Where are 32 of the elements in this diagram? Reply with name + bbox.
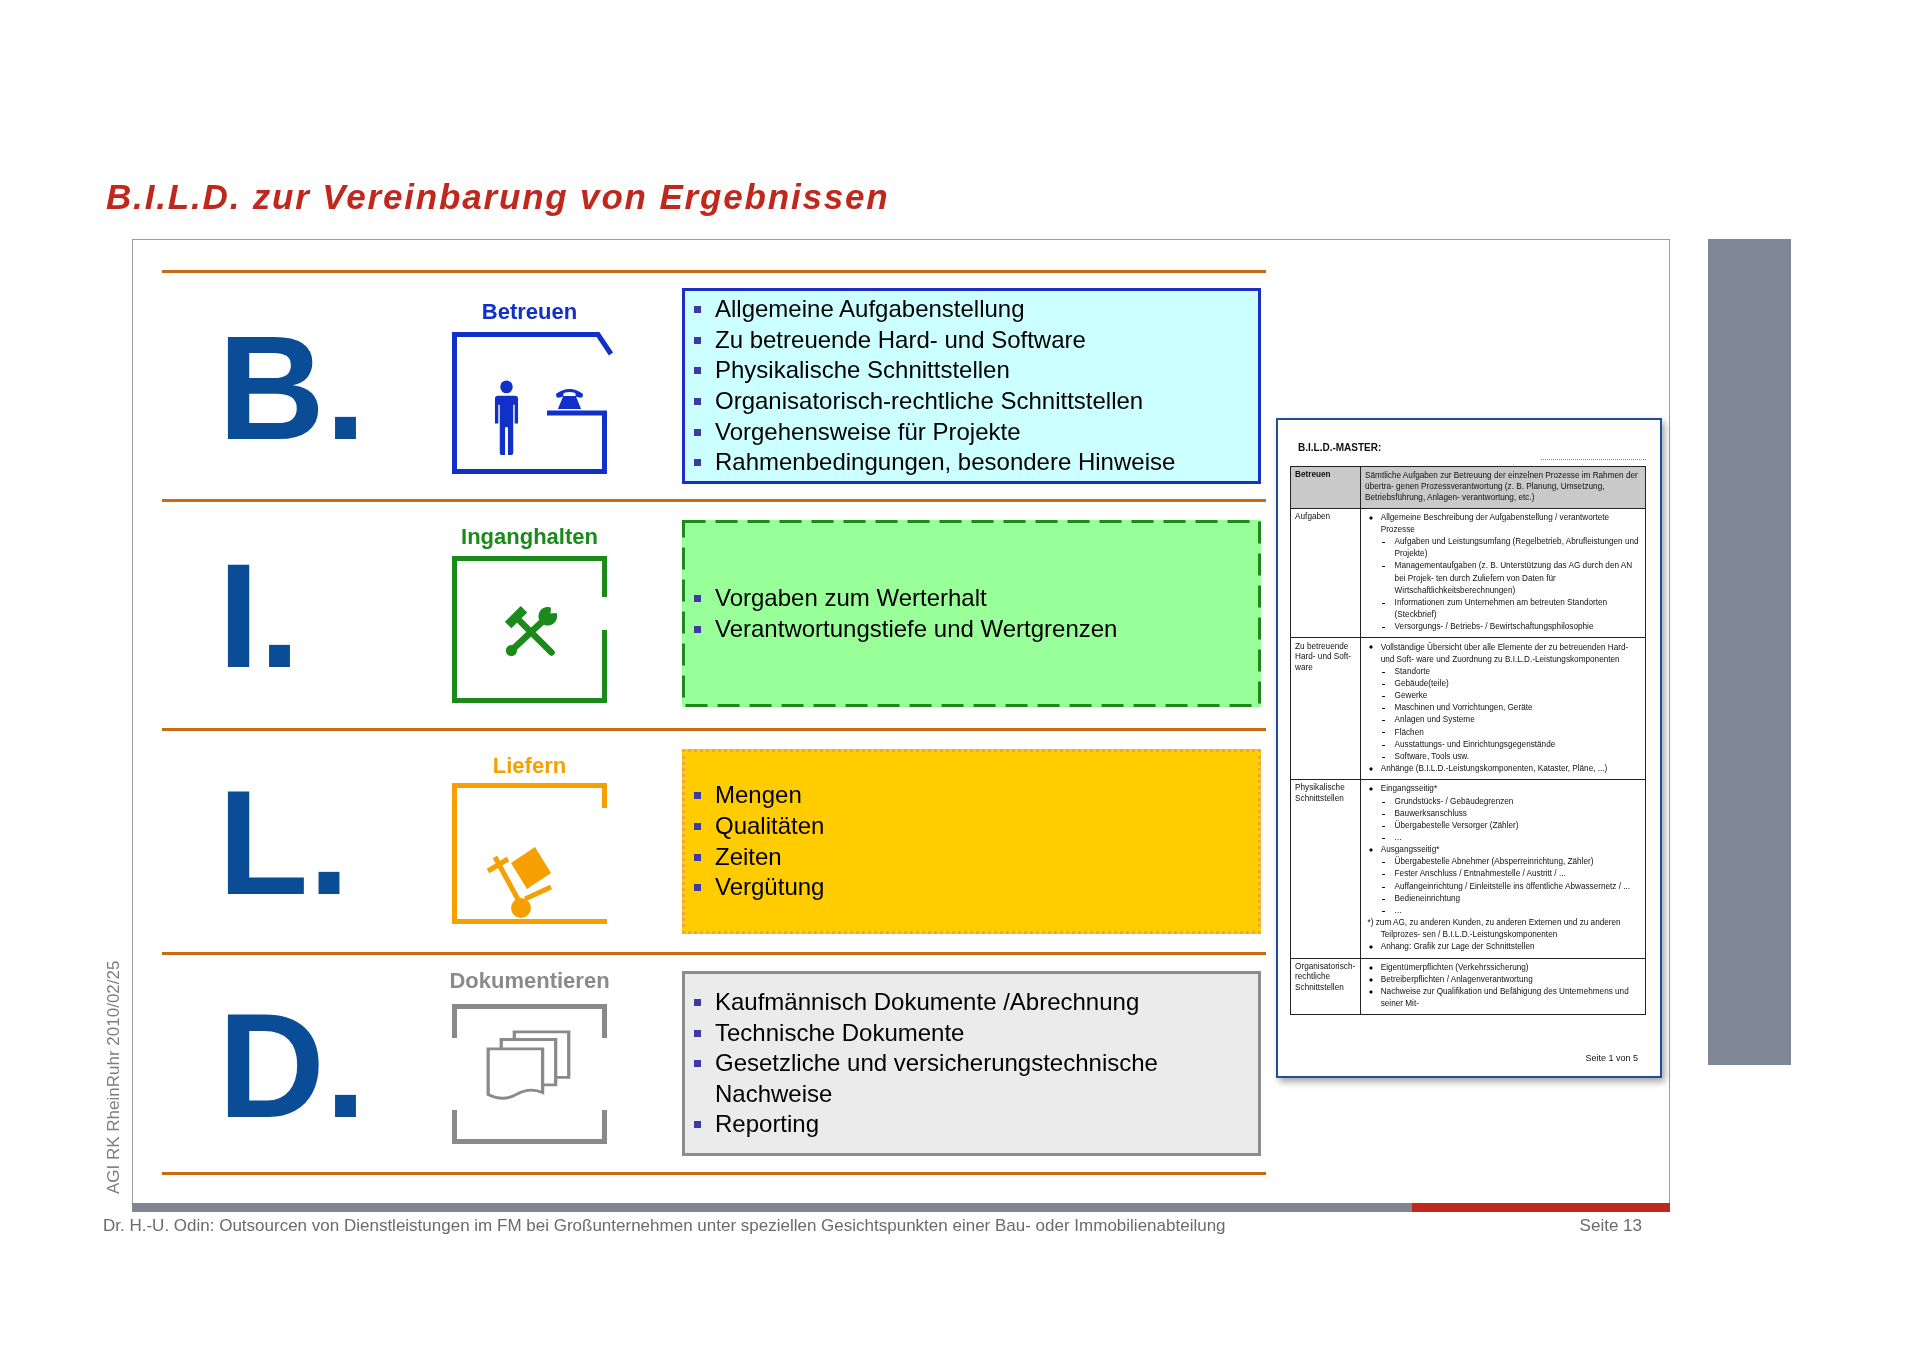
slide-title: B.I.L.D. zur Vereinbarung von Ergebnissen: [106, 176, 890, 218]
footer-text: Dr. H.-U. Odin: Outsourcen von Dienstleistungen im FM bei Großunternehmen unter speziellen Gesichtspunkten einer Bau- oder Immobilienabteilung: [103, 1216, 1226, 1236]
table-cell: Organisatorisch- rechtliche Schnittstellen: [1291, 958, 1361, 1016]
bullet-list-panel: [682, 971, 1261, 1156]
bullet-list-panel: [682, 288, 1261, 484]
table-cell: [1361, 467, 1646, 509]
table-cell: [1361, 780, 1646, 959]
section-letter: B.: [218, 314, 366, 462]
frame-heading: Inganghalten: [461, 524, 598, 550]
document-title: B.I.L.D.-MASTER:: [1298, 442, 1382, 453]
page-number: Seite 13: [1579, 1216, 1642, 1236]
frame-heading: Dokumentieren: [449, 968, 610, 994]
bullet-list-panel: [682, 749, 1261, 934]
frame-heading: Liefern: [492, 753, 567, 779]
table-cell: [1361, 958, 1646, 1016]
table-cell: [1361, 638, 1646, 781]
page-number: Seite 1 von 5: [1585, 1053, 1638, 1064]
table-cell: Physikalische Schnittstellen: [1291, 780, 1361, 959]
table-cell: Aufgaben: [1291, 508, 1361, 639]
section-letter: L.: [218, 769, 350, 917]
table-cell: [1361, 508, 1646, 639]
side-bar: [1708, 239, 1791, 1065]
footnote-text: *) zum AG, zu anderen Kunden, zu anderen Externen und zu anderen Teilprozes- sen / B.I.L.D.-Leistungskomponenten: [1366, 917, 1622, 942]
side-note: AGI RK RheinRuhr 2010/02/25: [104, 960, 123, 1194]
bullet-list-panel: [682, 520, 1261, 707]
table-cell: Betreuen: [1291, 467, 1361, 509]
section-letter: I.: [218, 542, 301, 690]
frame-heading: Betreuen: [481, 299, 578, 325]
table-cell: Zu betreuende Hard- und Soft- ware: [1291, 638, 1361, 781]
section-letter: D.: [218, 992, 366, 1140]
document-page: [1276, 418, 1662, 1078]
cell-text: Sämtliche Aufgaben zur Betreuung der einzelnen Prozesse im Rahmen der übertra- genen Prozessverantwortung (z. B. Planung, Umsetzung, Betriebsführung, Anlagen- verantwortung, etc.): [1365, 470, 1639, 504]
